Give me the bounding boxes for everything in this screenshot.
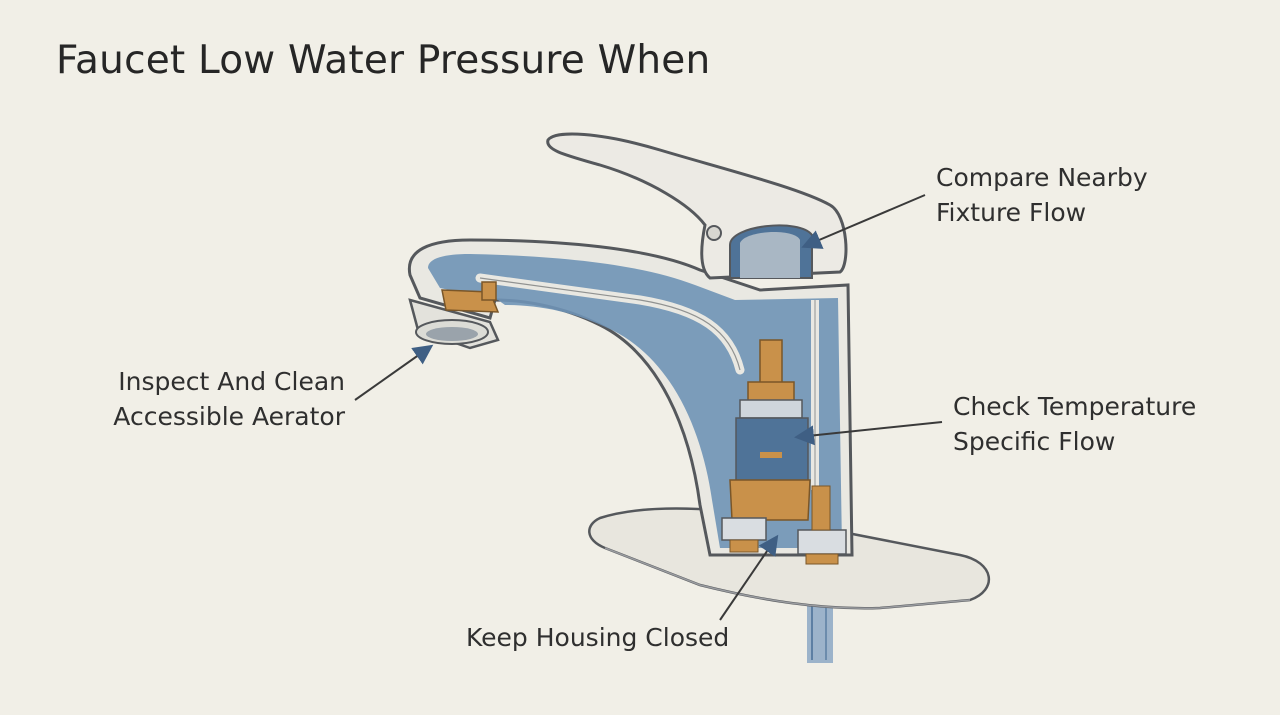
- check-leader-arrow: [794, 421, 943, 446]
- check-callout: Check Temperature Specific Flow: [953, 389, 1196, 459]
- keep-callout-line1: Keep Housing Closed: [466, 623, 730, 652]
- inspect-callout-line2: Accessible Aerator: [113, 402, 345, 431]
- diagram-title: Faucet Low Water Pressure When: [56, 38, 711, 83]
- inspect-callout: Inspect And Clean Accessible Aerator: [97, 364, 345, 434]
- compare-callout-line2: Fixture Flow: [936, 198, 1087, 227]
- aerator: [408, 281, 500, 350]
- inspect-leader-arrow: [354, 344, 434, 401]
- check-callout-line1: Check Temperature: [953, 392, 1197, 421]
- cartridge: [729, 339, 811, 521]
- base-plate: [588, 507, 990, 610]
- compare-callout-line1: Compare Nearby: [936, 163, 1148, 192]
- inspect-callout-line1: Inspect And Clean: [118, 367, 345, 396]
- check-callout-line2: Specific Flow: [953, 427, 1116, 456]
- keep-leader-arrow: [719, 534, 779, 621]
- supply-nuts: [721, 485, 847, 565]
- compare-callout: Compare Nearby Fixture Flow: [936, 160, 1148, 230]
- compare-leader-arrow: [801, 194, 926, 249]
- handle-lever: [546, 132, 848, 280]
- keep-callout: Keep Housing Closed: [466, 620, 729, 655]
